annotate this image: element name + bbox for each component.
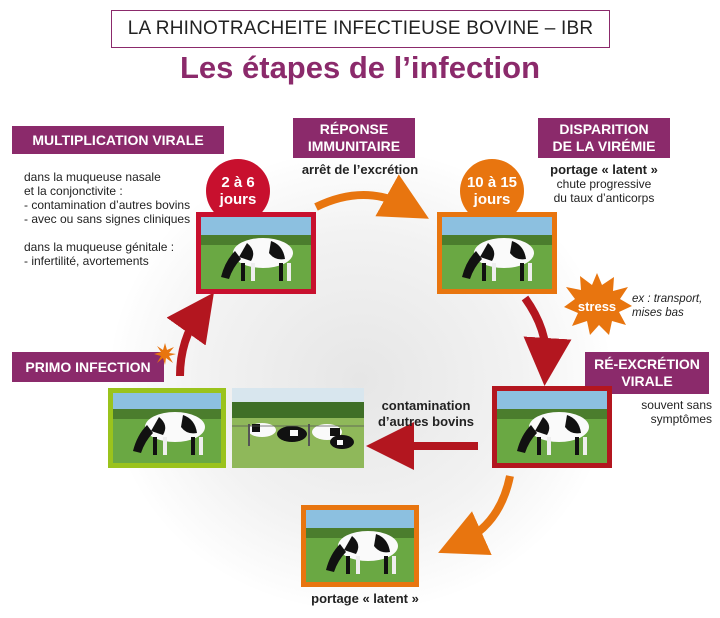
cow-photo-multiplication (196, 212, 316, 294)
multiplication-line-3: - contamination d’autres bovins (24, 198, 191, 212)
label-reponse-immunitaire: RÉPONSE IMMUNITAIRE (293, 118, 415, 158)
contamination-line-2: d’autres bovins (377, 414, 475, 429)
reponse-note: arrêt de l’excrétion (301, 162, 419, 177)
badge-1-line-2: jours (219, 191, 257, 208)
portage-latent-label: portage « latent » (311, 591, 419, 606)
page-title: LA RHINOTRACHEITE INFECTIEUSE BOVINE – I… (111, 10, 610, 48)
reponse-label-line-2: IMMUNITAIRE (307, 138, 401, 154)
disparition-label-line-2: DE LA VIRÉMIE (552, 138, 656, 154)
label-disparition-viremie: DISPARITION DE LA VIRÉMIE (538, 118, 670, 158)
multiplication-line-6: - infertilité, avortements (24, 254, 149, 268)
badge-2-line-2: jours (473, 191, 511, 208)
cow-photo-reponse (437, 212, 557, 294)
badge-2-line-1: 10 à 15 (466, 174, 518, 191)
multiplication-line-1: dans la muqueuse nasale (24, 170, 161, 184)
stress-burst-icon (564, 273, 632, 335)
multiplication-line-4: - avec ou sans signes cliniques (24, 212, 191, 226)
page-subtitle: Les étapes de l’infection (179, 50, 541, 85)
multiplication-description: dans la muqueuse nasale et la conjonctiv… (24, 170, 234, 268)
cow-image (113, 393, 221, 463)
stress-label: stress (577, 299, 617, 314)
reexcretion-note: souvent sans symptômes (612, 398, 712, 426)
label-primo-infection: PRIMO INFECTION (12, 352, 164, 382)
cow-photo-primo (108, 388, 226, 468)
disparition-note: portage « latent » chute progressive du … (538, 162, 670, 206)
reexcretion-note-line-1: souvent sans (641, 398, 712, 412)
contamination-line-1: contamination (381, 398, 471, 413)
reexcretion-label-line-2: VIRALE (621, 373, 673, 389)
primo-burst-icon (154, 343, 176, 365)
cow-image (442, 217, 552, 289)
herd-photo-contamination (232, 388, 364, 468)
herd-image (232, 388, 364, 468)
disparition-note-bold: portage « latent » (550, 162, 658, 177)
reponse-label-line-1: RÉPONSE (319, 121, 389, 137)
reexcretion-label-line-1: RÉ-EXCRÉTION (594, 356, 700, 372)
cow-image (306, 510, 414, 582)
stress-note-line-2: mises bas (632, 307, 684, 319)
label-multiplication-virale: MULTIPLICATION VIRALE (12, 126, 224, 154)
disparition-note-line-2: du taux d’anticorps (553, 191, 655, 205)
multiplication-line-2: et la conjonctivite : (24, 184, 123, 198)
multiplication-line-5: dans la muqueuse génitale : (24, 240, 175, 254)
cow-photo-portage (301, 505, 419, 587)
badge-1-line-1: 2 à 6 (221, 174, 255, 191)
disparition-note-line-1: chute progressive (556, 177, 652, 191)
cow-image (497, 391, 607, 463)
stress-note-line-1: ex : transport, (632, 293, 703, 305)
cow-photo-reexcretion (492, 386, 612, 468)
disparition-label-line-1: DISPARITION (559, 121, 649, 137)
cow-image (201, 217, 311, 289)
contamination-note: contamination d’autres bovins (370, 398, 482, 430)
reexcretion-note-line-2: symptômes (650, 412, 712, 426)
stress-note: ex : transport, mises bas (632, 292, 718, 320)
